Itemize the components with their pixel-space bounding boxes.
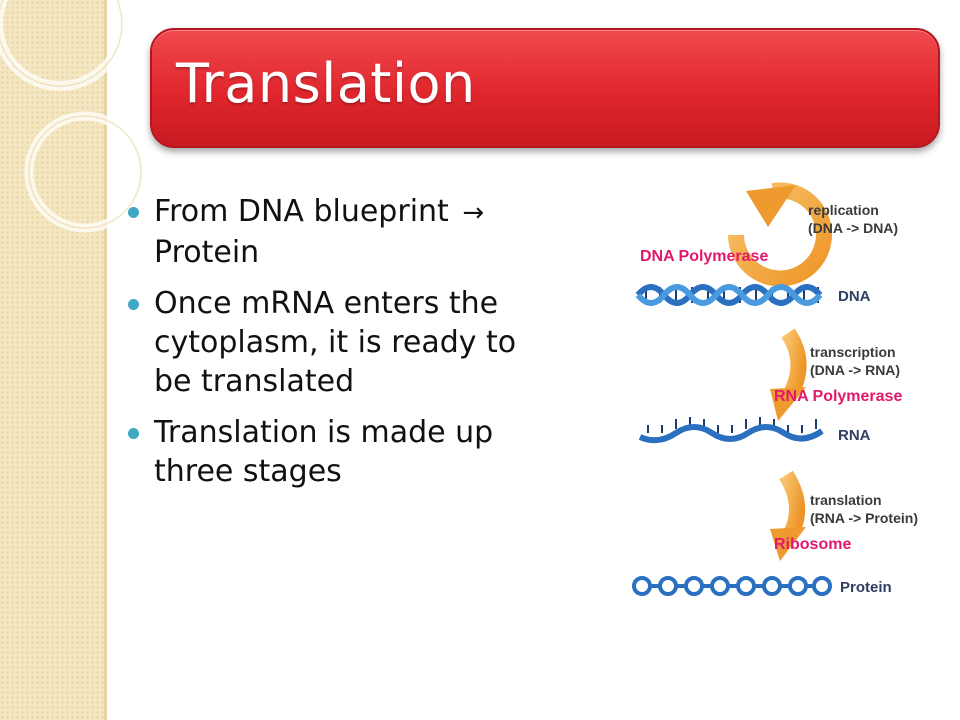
bullet-line: be translated	[154, 364, 355, 399]
bullet-line: three stages	[154, 454, 342, 489]
translation-arrow-icon	[770, 470, 806, 561]
transcription-subtitle: (DNA -> RNA)	[810, 362, 900, 378]
bullet-list: From DNA blueprint → Protein Once mRNA e…	[128, 192, 598, 503]
bullet-item: Translation is made up three stages	[128, 413, 598, 491]
bullet-text: From DNA blueprint	[154, 194, 449, 229]
translation-label: translation	[810, 492, 882, 508]
protein-chain-icon	[632, 576, 832, 596]
dna-label: DNA	[838, 288, 871, 305]
decorative-rings	[0, 0, 146, 233]
bullet-item: Once mRNA enters the cytoplasm, it is re…	[128, 284, 598, 401]
bullet-dot-icon	[128, 428, 139, 439]
replication-subtitle: (DNA -> DNA)	[808, 220, 898, 236]
replication-label: replication	[808, 202, 879, 218]
rna-polymerase-label: RNA Polymerase	[774, 388, 902, 405]
bullet-line: Translation is made up	[154, 415, 494, 450]
replication-arrow-icon	[728, 182, 832, 287]
ribosome-label: Ribosome	[774, 536, 851, 553]
bullet-dot-icon	[128, 207, 139, 218]
bullet-item: From DNA blueprint → Protein	[128, 192, 598, 272]
bullet-dot-icon	[128, 299, 139, 310]
bullet-line: cytoplasm, it is ready to	[154, 325, 517, 360]
protein-label: Protein	[840, 579, 892, 596]
central-dogma-diagram: replication (DNA -> DNA) DNA Polymerase …	[632, 182, 918, 596]
transcription-arrow-icon	[770, 328, 807, 421]
dna-polymerase-label: DNA Polymerase	[640, 248, 768, 265]
slide-title: Translation	[176, 52, 476, 115]
transcription-label: transcription	[810, 344, 896, 360]
bullet-line: Protein	[154, 235, 260, 270]
right-arrow-icon: →	[462, 198, 485, 228]
bullet-line: From DNA blueprint →	[154, 192, 598, 233]
translation-subtitle: (RNA -> Protein)	[810, 510, 918, 526]
side-strip-edge	[104, 0, 107, 720]
dna-double-helix-icon	[635, 284, 823, 306]
title-bar: Translation	[150, 28, 940, 148]
rna-strand-icon	[638, 417, 824, 444]
bullet-line: Once mRNA enters the	[154, 286, 499, 321]
rna-label: RNA	[838, 427, 871, 444]
